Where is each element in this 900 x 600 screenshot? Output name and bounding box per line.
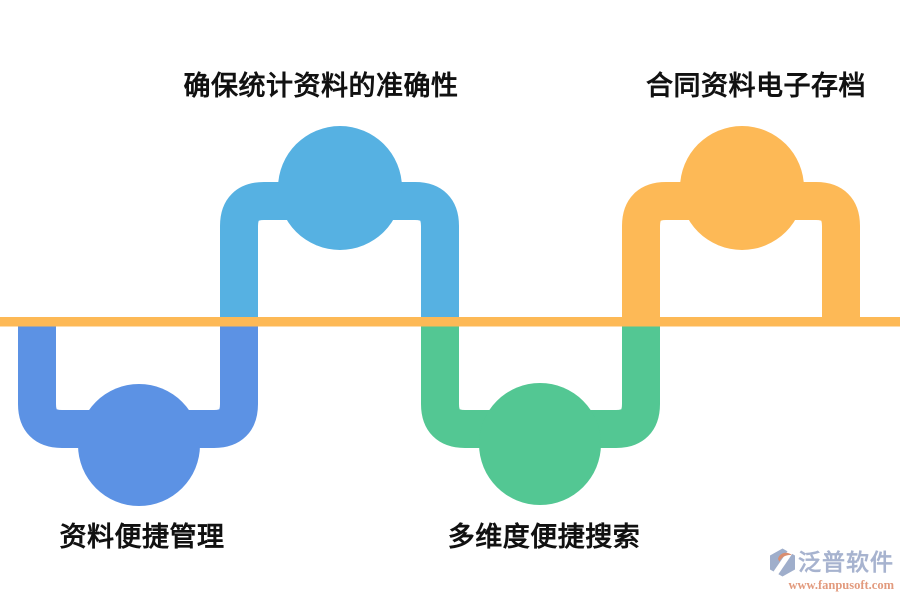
watermark: 泛普软件 www.fanpusoft.com [769,548,894,593]
step-label-bottom-center: 多维度便捷搜索 [447,522,641,552]
node-circle-top-left [278,126,402,250]
step-label-top-left: 确保统计资料的准确性 [183,71,459,101]
watermark-brand-text: 泛普软件 [798,549,894,575]
step-label-top-right: 合同资料电子存档 [646,71,866,101]
node-circle-bottom-center [479,383,601,505]
fanpu-logo-icon [770,548,795,577]
step-label-bottom-left: 资料便捷管理 [59,522,225,552]
node-circle-top-right [680,126,804,250]
node-circle-bottom-left [78,384,200,506]
watermark-website-text: www.fanpusoft.com [788,578,894,592]
baseline-bar [0,317,900,327]
